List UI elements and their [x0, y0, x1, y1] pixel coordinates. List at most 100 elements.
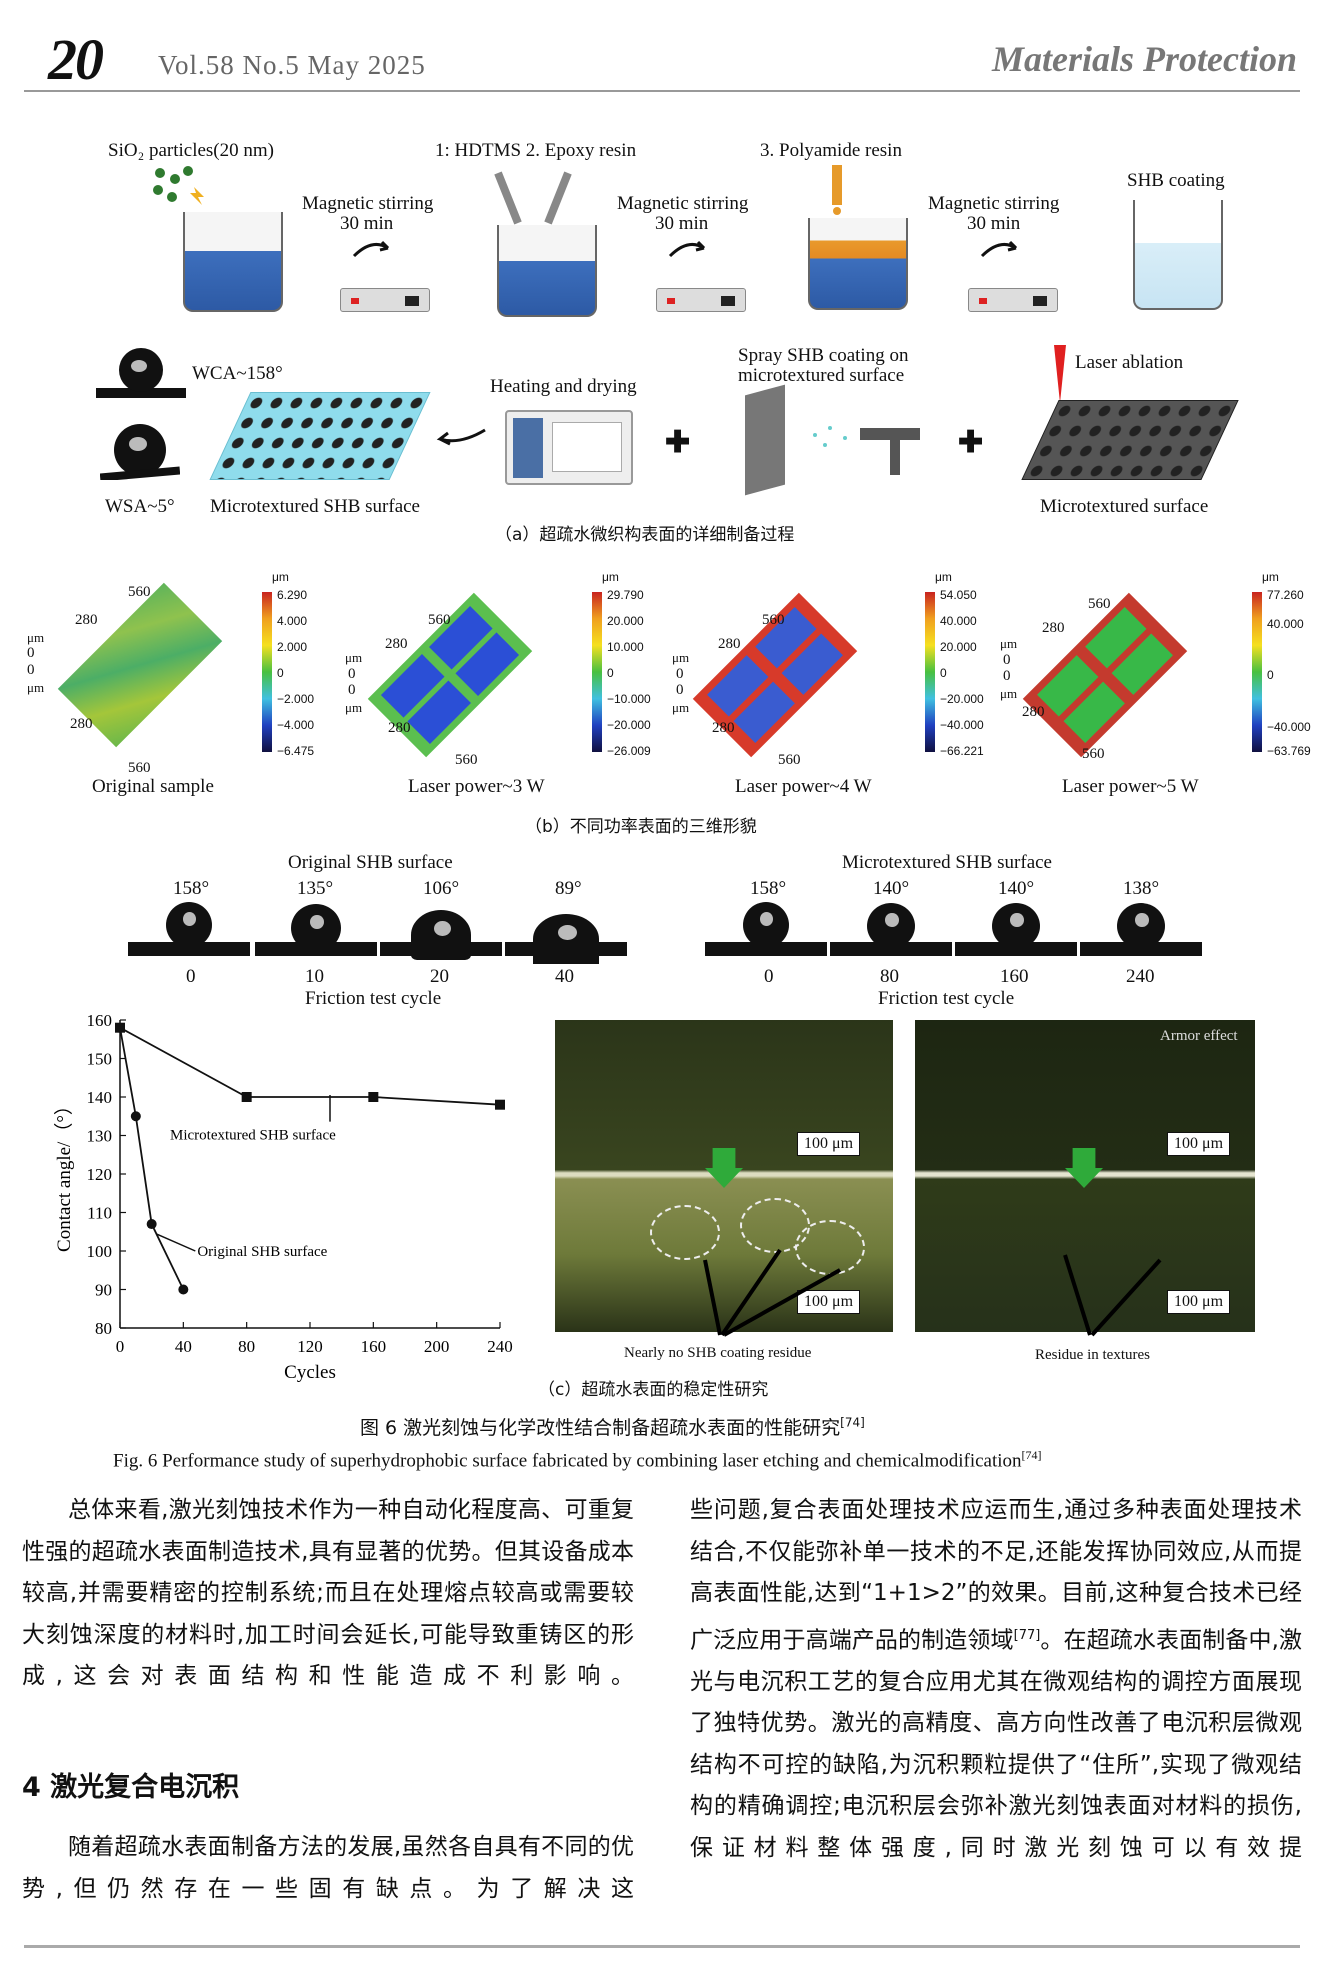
syringe-icon: [494, 171, 572, 225]
step-1-label: 1: HDTMS 2. Epoxy resin: [435, 140, 637, 161]
drop-cycle: 20: [430, 966, 449, 987]
axis-label: 0: [1003, 668, 1011, 684]
micrograph-original: 100 μm 100 μm: [555, 1020, 893, 1332]
cbar-unit: μm: [1262, 570, 1279, 584]
residue-label: Residue in textures: [1035, 1347, 1150, 1363]
series-line: [119, 1027, 185, 1290]
data-point-square: [495, 1099, 505, 1110]
cbar-tick: 0: [940, 666, 947, 680]
series-label-microtextured: Microtextured SHB surface: [170, 1128, 336, 1144]
cbar-tick: 4.000: [277, 614, 308, 628]
axis-label: μm: [1000, 686, 1018, 701]
drop-cycle: 0: [764, 966, 774, 987]
cbar-tick: −40.000: [1267, 720, 1311, 734]
droplet: [705, 900, 827, 956]
friction-label-original: Friction test cycle: [305, 988, 442, 1009]
axis-label: 0: [27, 662, 35, 678]
data-point-circle: [130, 1111, 141, 1122]
arrow-left-icon: [436, 428, 486, 446]
sio2-label: SiO₂ particles(20 nm): [108, 140, 274, 161]
plus-icon: ✚: [665, 426, 691, 459]
axis-label: 280: [385, 636, 408, 652]
droplet-wsa-icon: [100, 424, 180, 480]
map-name: Laser power~3 W: [408, 776, 545, 797]
axis-label: 0: [676, 682, 684, 698]
cbar-tick: 0: [607, 666, 614, 680]
laser-beam-icon: [1054, 345, 1066, 403]
droplet-wca-icon: [96, 348, 186, 398]
axis-label: μm: [345, 650, 363, 665]
map-name: Laser power~5 W: [1062, 776, 1199, 797]
y-tick-label: 150: [87, 1050, 113, 1069]
axis-label: 560: [762, 612, 785, 628]
panel-sample: [745, 384, 785, 496]
step-3-label: 3. Polyamide resin: [760, 140, 902, 161]
y-axis-title: Contact angle/（°）: [53, 1096, 75, 1252]
axis-label: 560: [455, 752, 478, 768]
oven-icon: [505, 410, 633, 485]
cbar-unit: μm: [935, 570, 952, 584]
left-paragraph-2: 随着超疏水表面制备方法的发展,虽然各自具有不同的优势,但仍然存在一些固有缺点。为…: [22, 1834, 634, 1902]
y-tick-label: 160: [87, 1015, 113, 1030]
drop-angle: 158°: [750, 878, 787, 899]
microtextured-plate: [1021, 400, 1239, 480]
scale-bar: 100 μm: [1167, 1132, 1231, 1156]
drop-cycle: 80: [880, 966, 899, 987]
wca-label: WCA~158°: [192, 363, 283, 384]
annotation-leader: [156, 1233, 196, 1252]
issue-info: Vol.58 No.5 May 2025: [158, 50, 426, 80]
drop-cycle: 40: [555, 966, 574, 987]
stir-3-time: 30 min: [967, 213, 1021, 234]
plus-icon: ✚: [958, 426, 984, 459]
cbar-tick: −2.000: [277, 692, 315, 706]
colorbar: [1252, 592, 1262, 752]
axis-label: 560: [128, 760, 151, 776]
drop-angle: 135°: [297, 878, 334, 899]
left-paragraph-1: 总体来看,激光刻蚀技术作为一种自动化程度高、可重复性强的超疏水表面制造技术,具有…: [22, 1497, 634, 1689]
colorbar: [262, 592, 272, 752]
arrow-icon: [980, 240, 1018, 258]
cbar-tick: −10.000: [607, 692, 651, 706]
particles-icon: [153, 166, 204, 205]
droplet: [955, 900, 1077, 956]
data-point-square: [368, 1092, 379, 1102]
caption-b: （b）不同功率表面的三维形貌: [525, 817, 757, 837]
axis-label: 280: [1042, 620, 1065, 636]
micro-surface-label: Microtextured surface: [1040, 496, 1209, 517]
data-point-circle: [115, 1022, 125, 1033]
axis-label: 280: [70, 716, 93, 732]
cbar-tick: 77.260: [1267, 588, 1304, 602]
drop-cycle: 0: [186, 966, 196, 987]
drop-angle: 138°: [1123, 878, 1160, 899]
beaker-1: [183, 212, 283, 312]
down-arrow-icon: [705, 1148, 743, 1188]
axis-label: μm: [1000, 636, 1018, 651]
scale-bar: 100 μm: [797, 1290, 861, 1314]
axis-label: μm: [27, 630, 45, 645]
beaker-3: [808, 218, 908, 310]
pointer-lines: [1063, 1254, 1162, 1337]
axis-label: 560: [1088, 596, 1111, 612]
colorbar: [925, 592, 935, 752]
axis-label: 280: [1022, 704, 1045, 720]
x-tick-label: 120: [297, 1337, 323, 1356]
drop-angle: 158°: [173, 878, 210, 899]
axis-label: μm: [672, 650, 690, 665]
series-label-original: Original SHB surface: [197, 1244, 327, 1260]
x-tick-label: 160: [361, 1337, 387, 1356]
axis-label: μm: [672, 700, 690, 715]
stirrer-2: [656, 288, 746, 312]
axis-label: 0: [27, 645, 35, 661]
friction-label-micro: Friction test cycle: [878, 988, 1015, 1009]
figure-caption-cn: 图 6 激光刻蚀与化学改性结合制备超疏水表面的性能研究[74]: [360, 1415, 865, 1439]
down-arrow-icon: [1065, 1148, 1103, 1188]
cbar-tick: 20.000: [940, 640, 977, 654]
map-name: Original sample: [92, 776, 214, 797]
axis-label: 560: [778, 752, 801, 768]
stir-1-time: 30 min: [340, 213, 394, 234]
micro-shb-label: Microtextured SHB surface: [210, 496, 420, 517]
stir-2-label: Magnetic stirring: [617, 193, 749, 214]
section-heading: 4 激光复合电沉积: [22, 1772, 240, 1803]
cbar-tick: −4.000: [277, 718, 315, 732]
journal-name: Materials Protection: [992, 39, 1297, 79]
